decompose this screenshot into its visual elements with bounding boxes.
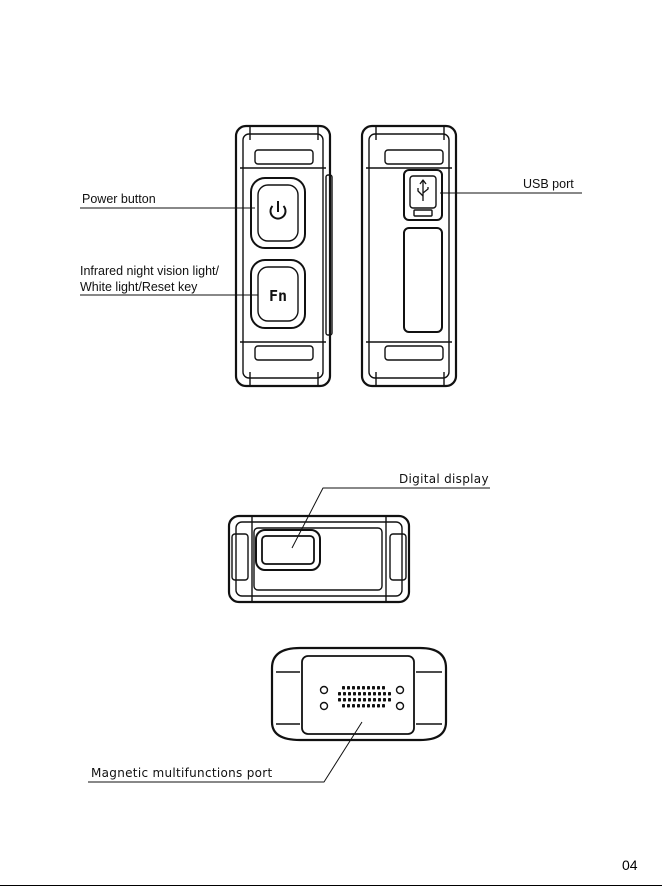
grille-hole xyxy=(362,704,365,708)
grille-hole xyxy=(347,686,350,690)
grille-hole xyxy=(373,698,376,702)
grille-hole xyxy=(343,698,346,702)
footer-rule xyxy=(0,885,662,886)
grille-hole xyxy=(338,692,341,696)
device-side-view-left: Fn xyxy=(236,126,332,386)
grille-hole xyxy=(363,692,366,696)
grille-hole xyxy=(377,686,380,690)
grille-hole xyxy=(383,692,386,696)
grille-hole xyxy=(353,692,356,696)
speaker-grille xyxy=(338,686,391,708)
infrared-key-label-line1: Infrared night vision light/ xyxy=(80,264,219,279)
usb-icon xyxy=(418,180,428,201)
grille-hole xyxy=(373,692,376,696)
grille-hole xyxy=(342,686,345,690)
power-button-label: Power button xyxy=(82,192,156,207)
infrared-key-label-line2: White light/Reset key xyxy=(80,280,197,295)
grille-hole xyxy=(348,698,351,702)
grille-hole xyxy=(358,692,361,696)
power-icon xyxy=(271,201,286,219)
grille-hole xyxy=(343,692,346,696)
grille-hole xyxy=(353,698,356,702)
device-top-view xyxy=(229,516,409,602)
grille-hole xyxy=(348,692,351,696)
grille-hole xyxy=(388,692,391,696)
grille-hole xyxy=(382,686,385,690)
device-side-view-right xyxy=(362,126,456,386)
digital-display-leader xyxy=(292,488,490,548)
grille-hole xyxy=(367,686,370,690)
digital-display-label: Digital display xyxy=(399,472,489,487)
digital-display-window xyxy=(256,530,320,570)
grille-hole xyxy=(358,698,361,702)
grille-hole xyxy=(363,698,366,702)
grille-hole xyxy=(372,704,375,708)
grille-hole xyxy=(362,686,365,690)
grille-hole xyxy=(372,686,375,690)
grille-hole xyxy=(382,704,385,708)
grille-hole xyxy=(352,686,355,690)
page-number: 04 xyxy=(622,857,638,873)
grille-hole xyxy=(377,704,380,708)
magnetic-port-label: Magnetic multifunctions port xyxy=(91,766,273,781)
fn-button-label: Fn xyxy=(269,287,287,305)
usb-port-label: USB port xyxy=(523,177,574,192)
grille-hole xyxy=(378,698,381,702)
grille-hole xyxy=(368,698,371,702)
grille-hole xyxy=(388,698,391,702)
grille-hole xyxy=(342,704,345,708)
grille-hole xyxy=(352,704,355,708)
grille-hole xyxy=(357,686,360,690)
grille-hole xyxy=(338,698,341,702)
grille-hole xyxy=(378,692,381,696)
grille-hole xyxy=(383,698,386,702)
grille-hole xyxy=(367,704,370,708)
grille-hole xyxy=(357,704,360,708)
grille-hole xyxy=(347,704,350,708)
grille-hole xyxy=(368,692,371,696)
